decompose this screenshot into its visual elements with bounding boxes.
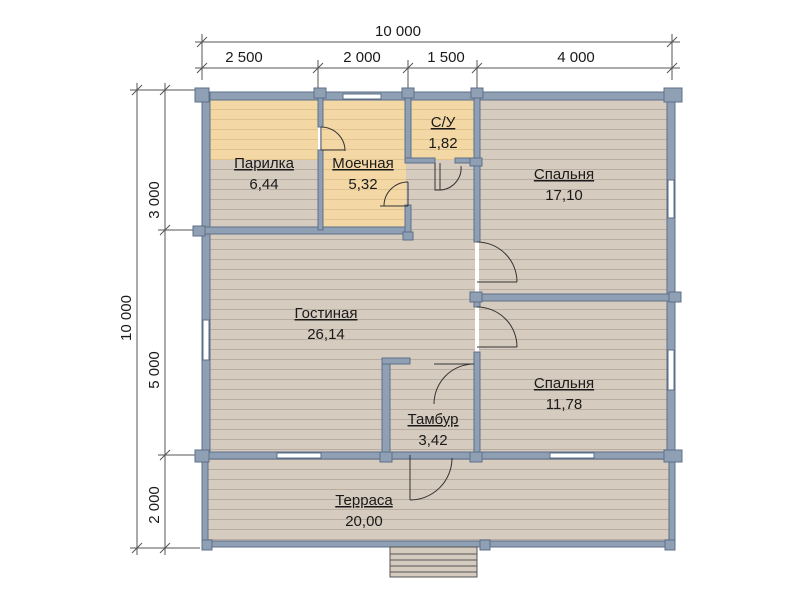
dim-total-width: 10 000 <box>375 23 421 40</box>
room-name-bedroom-bottom: Спальня <box>534 375 594 392</box>
dim-top-segment-1: 2 500 <box>225 49 263 66</box>
floor-bedroom-top <box>479 100 667 295</box>
room-name-washroom: Моечная <box>332 155 393 172</box>
window-right-bedroom-top <box>667 179 675 219</box>
dimensions <box>130 34 680 555</box>
room-area-sauna: 6,44 <box>249 176 278 193</box>
room-area-bathroom: 1,82 <box>428 135 457 152</box>
room-area-washroom: 5,32 <box>348 176 377 193</box>
windows <box>202 93 675 459</box>
room-area-vestibule: 3,42 <box>418 432 447 449</box>
room-name-bedroom-top: Спальня <box>534 166 594 183</box>
room-area-bedroom-bottom: 11,78 <box>546 396 582 413</box>
room-labels: Парилка 6,44 Моечная 5,32 С/У 1,82 Спаль… <box>234 114 594 530</box>
room-name-sauna: Парилка <box>234 155 294 172</box>
window-left-living <box>202 319 210 361</box>
wall-top <box>201 91 675 101</box>
dim-top-segment-4: 4 000 <box>557 49 595 66</box>
room-area-bedroom-top: 17,10 <box>545 187 583 204</box>
doors <box>320 126 518 501</box>
room-name-living: Гостиная <box>295 305 358 322</box>
dim-left-segment-3: 2 000 <box>146 486 163 524</box>
window-bottom-living <box>276 452 322 459</box>
window-bottom-bedroom <box>549 452 595 459</box>
dim-top-segment-2: 2 000 <box>343 49 381 66</box>
dim-top-segment-3: 1 500 <box>427 49 465 66</box>
wall-left <box>201 91 211 458</box>
floor-terrace <box>208 457 670 545</box>
window-right-bedroom-bottom <box>667 349 675 391</box>
floors <box>208 100 670 545</box>
dim-total-height: 10 000 <box>118 295 135 341</box>
room-area-living: 26,14 <box>307 326 345 343</box>
room-name-vestibule: Тамбур <box>408 411 459 428</box>
room-area-terrace: 20,00 <box>345 513 383 530</box>
room-name-bathroom: С/У <box>431 114 456 131</box>
dim-left-segment-1: 3 000 <box>146 181 163 219</box>
wall-right <box>666 91 676 458</box>
wall-bottom <box>201 451 676 460</box>
window-top-washroom <box>342 93 382 100</box>
room-name-terrace: Терраса <box>335 492 393 509</box>
dim-left-segment-2: 5 000 <box>146 351 163 389</box>
porch-steps <box>389 546 478 578</box>
log-ends <box>192 87 683 551</box>
floor-bathroom <box>410 100 475 160</box>
